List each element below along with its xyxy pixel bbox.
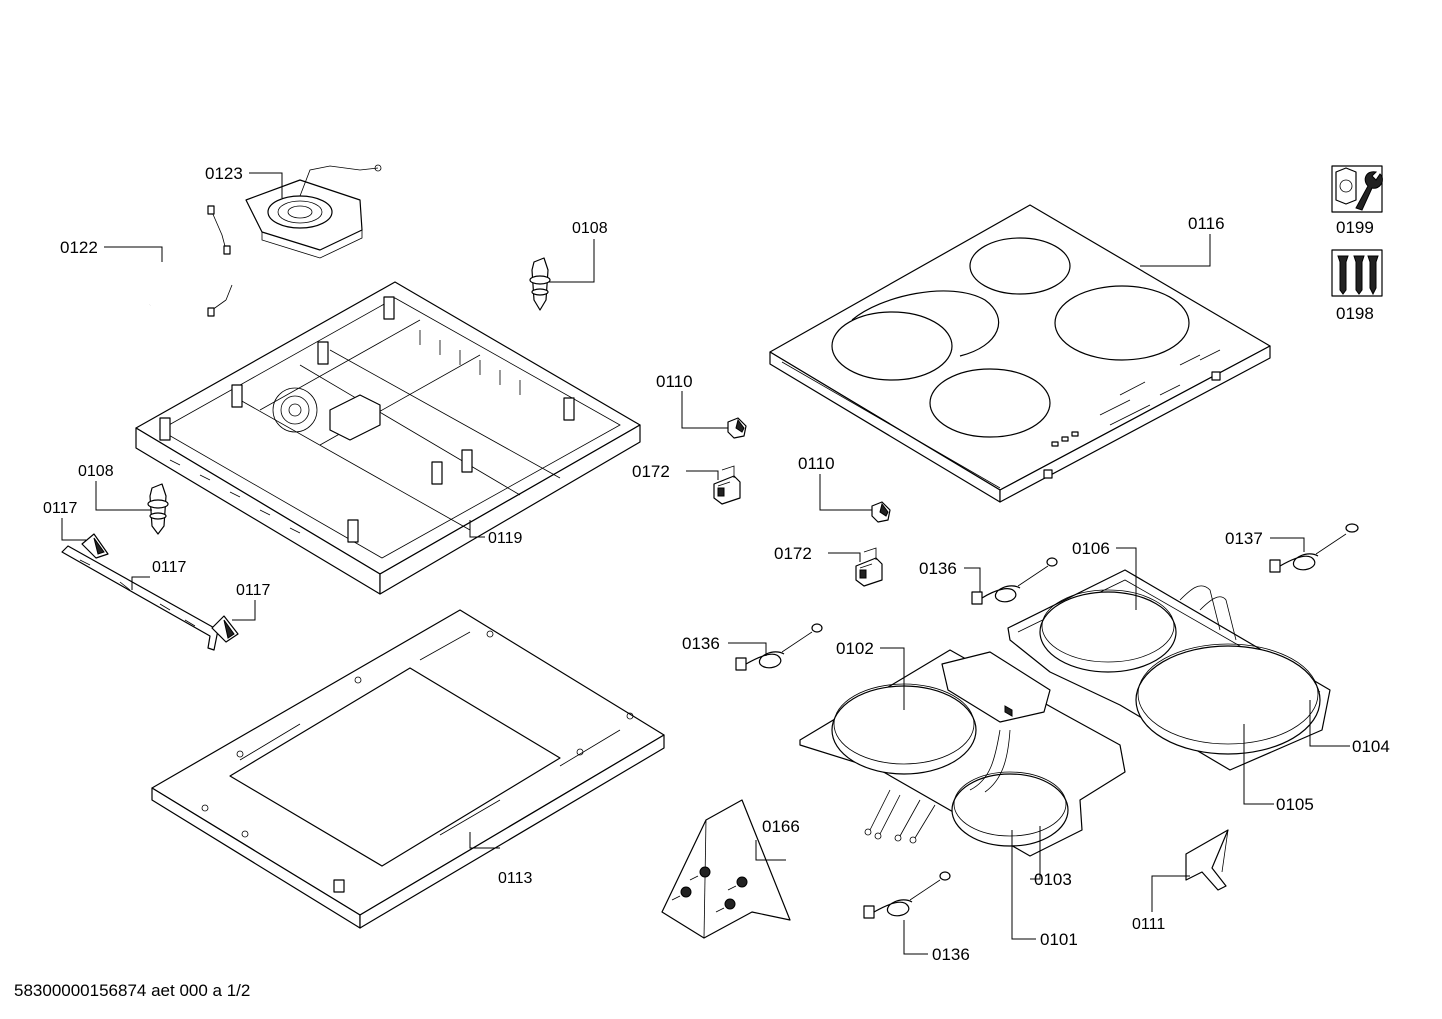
label-0136-c: 0136: [932, 945, 970, 964]
mounting-pin-0108-upper: [529, 257, 551, 311]
clip-0117-right: [211, 615, 239, 643]
label-0104: 0104: [1352, 737, 1390, 756]
mounting-pin-0108-lower: [147, 483, 169, 535]
label-0136-b: 0136: [682, 634, 720, 653]
label-0166: 0166: [762, 817, 800, 836]
temp-sensor-0136-b: [735, 623, 823, 671]
label-0113: 0113: [498, 870, 533, 887]
part-labels: 0123 0122 0108 0110 0172 0116 0199 0198 …: [43, 164, 1390, 964]
base-tray-0119: [135, 281, 641, 595]
label-0122: 0122: [60, 238, 98, 257]
glass-ceramic-top-0116: [769, 204, 1271, 503]
label-0111: 0111: [1132, 916, 1165, 933]
label-0198: 0198: [1336, 304, 1374, 323]
label-0110-lower: 0110: [798, 454, 835, 473]
trim-strip-0117: [61, 545, 219, 651]
power-cable-0122: [116, 205, 243, 357]
label-0110-upper: 0110: [656, 372, 693, 391]
temp-sensor-0136-a: [971, 557, 1058, 605]
label-0119: 0119: [488, 530, 523, 547]
label-0105: 0105: [1276, 795, 1314, 814]
label-0199: 0199: [1336, 218, 1374, 237]
document-code: 58300000156874 aet 000 a 1/2: [14, 981, 251, 1000]
wrench-icon: [1331, 165, 1383, 213]
label-0108-upper: 0108: [572, 220, 608, 237]
fan-unit-0123: [245, 164, 382, 259]
label-0102: 0102: [836, 639, 874, 658]
temp-sensor-0137: [1269, 523, 1359, 573]
leader-lines: [61, 172, 1350, 955]
bracket-0172-lower: [855, 547, 883, 587]
bracket-0172-upper: [713, 465, 741, 505]
screws-icon: [1331, 249, 1383, 297]
label-0123: 0123: [205, 164, 243, 183]
label-0108-lower: 0108: [78, 463, 114, 480]
label-0117-c: 0117: [236, 582, 271, 599]
clip-0110-lower: [871, 501, 891, 523]
clip-0110-upper: [727, 417, 747, 439]
label-0117-a: 0117: [43, 500, 78, 517]
label-0116: 0116: [1188, 214, 1225, 233]
label-0172-lower: 0172: [774, 544, 812, 563]
screw-bag-0166: [661, 799, 791, 939]
label-0103: 0103: [1034, 870, 1072, 889]
clip-0117-left: [81, 533, 109, 559]
label-0136-a: 0136: [919, 559, 957, 578]
label-0101: 0101: [1040, 930, 1078, 949]
coil-carrier-right: [1007, 569, 1331, 771]
temp-sensor-0136-c: [863, 871, 951, 919]
bracket-0111: [1185, 829, 1229, 891]
mounting-frame-0113: [151, 609, 665, 929]
label-0137: 0137: [1225, 529, 1263, 548]
label-0172-upper: 0172: [632, 462, 670, 481]
label-0117-b: 0117: [152, 559, 187, 576]
label-0106: 0106: [1072, 539, 1110, 558]
